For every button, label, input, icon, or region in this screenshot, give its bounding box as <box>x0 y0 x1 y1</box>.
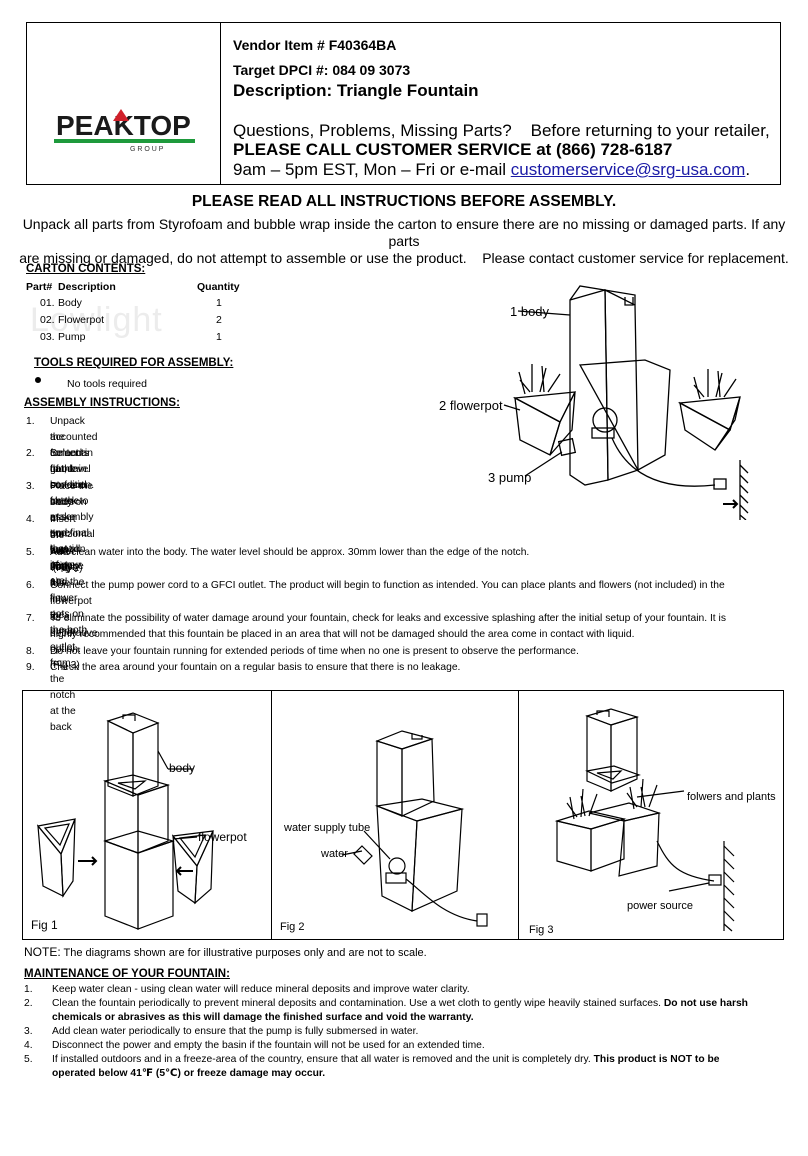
target-dpci: Target DPCI #: 084 09 3073 <box>233 62 411 78</box>
read-all-heading: PLEASE READ ALL INSTRUCTIONS BEFORE ASSE… <box>191 193 617 210</box>
email-link[interactable]: customerservice@srg-usa.com <box>510 160 746 179</box>
part-desc: Body <box>58 297 82 309</box>
product-description: Description: Triangle Fountain <box>233 81 479 100</box>
label-body: 1 body <box>510 304 550 319</box>
customer-service-phone: PLEASE CALL CUSTOMER SERVICE at (866) 72… <box>233 140 673 159</box>
part-desc: Flowerpot <box>58 314 105 326</box>
fig2-label-water: water <box>321 848 348 860</box>
part-num: 03. <box>40 331 55 343</box>
col-description: Description <box>58 281 116 293</box>
assembly-heading: ASSEMBLY INSTRUCTIONS: <box>24 397 180 409</box>
vendor-item: Vendor Item # F40364BA <box>233 37 397 53</box>
figure-1: body flowerpot Fig 1 <box>23 691 271 939</box>
fig3-label-plants: folwers and plants <box>687 791 776 803</box>
fig1-caption: Fig 1 <box>31 918 58 932</box>
maintenance-heading: MAINTENANCE OF YOUR FOUNTAIN: <box>24 968 230 980</box>
questions-line: Questions, Problems, Missing Parts? Befo… <box>233 121 770 140</box>
unpack-paragraph: Unpack all parts from Styrofoam and bubb… <box>19 216 789 266</box>
carton-heading: CARTON CONTENTS: <box>26 263 146 275</box>
assembly-steps: 1.Unpack the contents of the box and che… <box>26 416 726 733</box>
bullet-icon <box>35 377 41 383</box>
fig1-label-flowerpot: flowerpot <box>198 830 247 844</box>
logo-subtext: G R O U P <box>130 146 164 153</box>
tools-item: No tools required <box>67 378 147 390</box>
figures-box: body flowerpot Fig 1 water supply tube w… <box>22 690 784 940</box>
note: NOTE: The diagrams shown are for illustr… <box>24 945 427 959</box>
watermark: Lowlight <box>30 301 163 339</box>
part-qty: 1 <box>216 331 222 343</box>
fig2-caption: Fig 2 <box>280 921 305 933</box>
hours-line: 9am – 5pm EST, Mon – Fri or e-mail custo… <box>233 160 751 179</box>
part-qty: 1 <box>216 297 222 309</box>
part-num: 01. <box>40 297 55 309</box>
figure-3: folwers and plants power source Fig 3 <box>519 691 783 939</box>
label-flowerpot: 2 flowerpot <box>439 398 503 413</box>
part-desc: Pump <box>58 331 86 343</box>
header-box: PEAKTOP G R O U P Vendor Item # F40364BA… <box>26 22 781 185</box>
label-pump: 3 pump <box>488 470 532 485</box>
figure-2: water supply tube water Fig 2 <box>272 691 518 939</box>
peaktop-logo: PEAKTOP G R O U P <box>27 23 220 186</box>
col-quantity: Quantity <box>197 281 240 293</box>
tools-heading: TOOLS REQUIRED FOR ASSEMBLY: <box>34 357 234 369</box>
fig3-caption: Fig 3 <box>529 924 554 936</box>
fig1-label-body: body <box>169 761 196 775</box>
col-part: Part# <box>26 281 53 293</box>
assembled-fountain-diagram: 1 body 2 flowerpot 3 pump <box>430 280 760 521</box>
maintenance-steps: 1.Keep water clean - using clean water w… <box>24 984 748 1079</box>
fig2-label-tube: water supply tube <box>284 822 371 834</box>
part-qty: 2 <box>216 314 222 326</box>
part-num: 02. <box>40 314 55 326</box>
fig3-label-power: power source <box>627 900 694 912</box>
